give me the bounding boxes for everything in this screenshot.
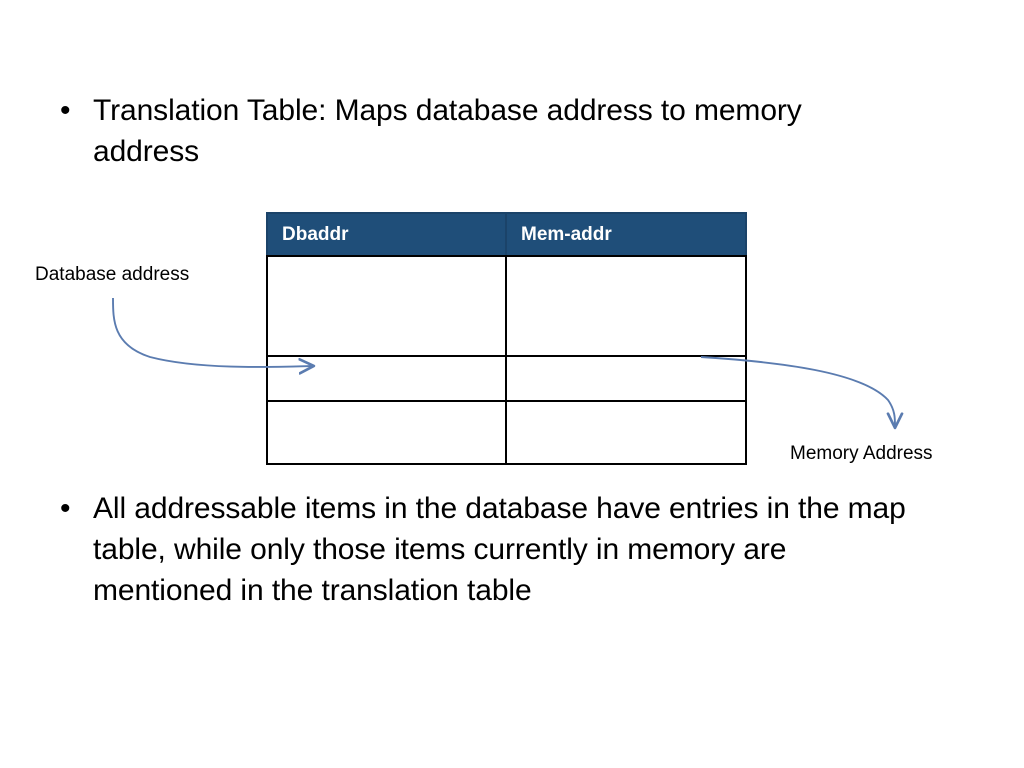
bullet-text-translation-table: Translation Table: Maps database address… [93, 94, 802, 168]
callout-label-database-address: Database address [35, 264, 190, 285]
table-cell-mem-addr [505, 355, 747, 402]
translation-table: Dbaddr Mem-addr [266, 212, 747, 465]
table-cell-dbaddr [266, 355, 507, 402]
table-header-row: Dbaddr Mem-addr [266, 212, 747, 257]
bullet-marker-icon: • [60, 492, 71, 525]
table-cell-dbaddr [266, 255, 507, 357]
table-row [266, 400, 747, 465]
table-header-dbaddr: Dbaddr [266, 212, 507, 257]
bullet-text-addressable-items: All addressable items in the database ha… [93, 492, 906, 607]
callout-label-memory-address: Memory Address [790, 443, 933, 464]
bullet-marker-icon: • [60, 94, 71, 127]
table-body [266, 255, 747, 465]
table-cell-mem-addr [505, 400, 747, 465]
table-row [266, 355, 747, 402]
table-cell-mem-addr [505, 255, 747, 357]
table-cell-dbaddr [266, 400, 507, 465]
table-header-mem-addr: Mem-addr [505, 212, 747, 257]
bullet-item-addressable-items: • All addressable items in the database … [60, 488, 930, 611]
translation-table-grid: Dbaddr Mem-addr [266, 212, 747, 465]
table-row [266, 255, 747, 357]
bullet-item-translation-table: • Translation Table: Maps database addre… [60, 90, 860, 172]
